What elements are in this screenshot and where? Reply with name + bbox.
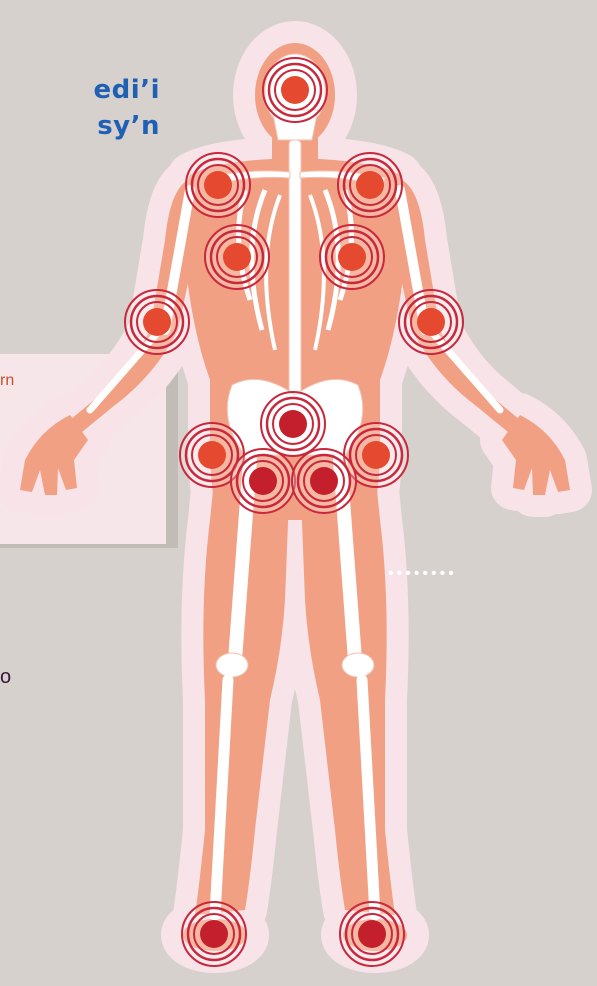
- dotted-divider-bottom: ••••••••: [388, 565, 457, 583]
- joint-marker-right-ankle: [340, 902, 404, 966]
- joint-marker-right-shoulder: [338, 153, 402, 217]
- joint-marker-left-ankle: [182, 902, 246, 966]
- joint-marker-left-shoulder: [186, 153, 250, 217]
- joint-marker-left-groin: [231, 449, 295, 513]
- joint-marker-left-chest: [205, 225, 269, 289]
- joint-marker-right-elbow: [399, 290, 463, 354]
- joint-marker-left-elbow: [125, 290, 189, 354]
- joint-marker-right-groin: [292, 449, 356, 513]
- joint-marker-pelvis: [261, 392, 325, 456]
- joint-marker-head: [263, 58, 327, 122]
- joint-marker-right-chest: [320, 225, 384, 289]
